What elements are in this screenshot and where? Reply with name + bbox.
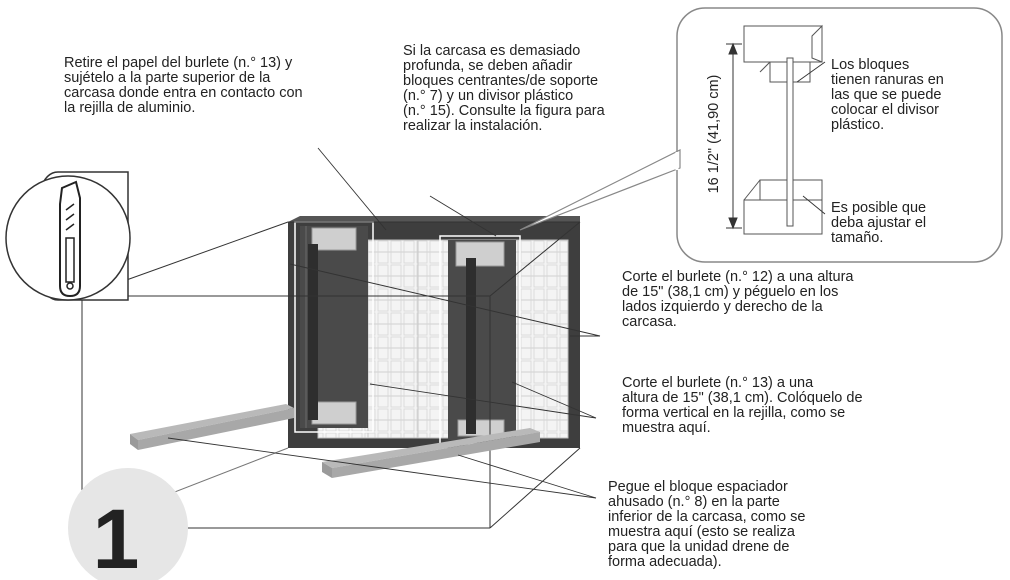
callout-line: la rejilla de aluminio. — [64, 100, 196, 116]
callout-line: Pegue el bloque espaciador — [608, 479, 788, 495]
step-number: 1 — [93, 492, 140, 580]
callout-line: muestra aquí. — [622, 420, 711, 436]
callout-line: forma adecuada). — [608, 554, 722, 570]
callout-cut-vertical: Corte el burlete (n.° 13) a una altura d… — [622, 376, 863, 436]
callout-spacer-block: Pegue el bloque espaciador ahusado (n.° … — [608, 480, 805, 570]
callout-line: profunda, se deben añadir — [403, 58, 573, 74]
dimension-label: 16 1/2" (41,90 cm) — [706, 75, 722, 194]
detail-adjust-note: Es posible que deba ajustar el tamaño. — [831, 201, 926, 246]
callout-remove-paper: Retire el papel del burlete (n.° 13) y s… — [64, 56, 303, 116]
callout-line: deba ajustar el — [831, 215, 927, 231]
callout-line: Retire el papel del burlete (n.° 13) y — [64, 55, 293, 71]
callout-line: forma vertical en la rejilla, como se — [622, 405, 846, 421]
callout-line: Si la carcasa es demasiado — [403, 43, 581, 59]
callout-line: realizar la instalación. — [403, 118, 543, 134]
spacer-block-right — [322, 428, 540, 478]
spacer-block-left — [130, 404, 294, 450]
callout-line: Corte el burlete (n.° 12) a una altura — [622, 269, 854, 285]
callout-line: carcasa. — [622, 314, 677, 330]
callout-line: tamaño. — [831, 230, 884, 246]
right-weatherstrip-column — [448, 240, 516, 440]
left-weatherstrip-column — [300, 226, 368, 428]
callout-line: Los bloques — [831, 57, 910, 73]
callout-line: Es posible que — [831, 200, 927, 216]
callout-line: lados izquierdo y derecho de la — [622, 299, 823, 315]
callout-deep-housing: Si la carcasa es demasiado profunda, se … — [403, 44, 605, 134]
callout-line: Corte el burlete (n.° 13) a una — [622, 375, 814, 391]
callout-cut-sides: Corte el burlete (n.° 12) a una altura d… — [622, 270, 853, 330]
callout-line: para que la unidad drene de — [608, 539, 790, 555]
callout-line: (n.° 15). Consulte la figura para — [403, 103, 605, 119]
leader-lines — [167, 61, 826, 499]
detail-slots-note: Los bloques tienen ranuras en las que se… — [831, 58, 944, 133]
callout-line: de 15" (38,1 cm) y péguelo en los — [622, 284, 839, 300]
callout-line: carcasa donde entra en contacto con — [64, 85, 303, 101]
detail-divider — [786, 57, 794, 227]
step-number-badge — [68, 468, 188, 580]
callout-line: inferior de la carcasa, como se — [608, 509, 806, 525]
detail-inset — [519, 7, 1003, 263]
dimension-arrow — [726, 42, 742, 230]
callout-line: (n.° 7) y un divisor plástico — [403, 88, 574, 104]
callout-line: colocar el divisor — [831, 102, 939, 118]
callout-line: bloques centrantes/de soporte — [403, 73, 599, 89]
callout-line: altura de 15" (38,1 cm). Colóquelo de — [622, 390, 863, 406]
callout-line: tienen ranuras en — [831, 72, 944, 88]
utility-knife-icon — [5, 171, 131, 301]
callout-line: muestra aquí (esto se realiza — [608, 524, 795, 540]
callout-line: sujételo a la parte superior de la — [64, 70, 271, 86]
callout-line: plástico. — [831, 117, 885, 133]
callout-line: las que se puede — [831, 87, 942, 103]
callout-line: ahusado (n.° 8) en la parte — [608, 494, 780, 510]
